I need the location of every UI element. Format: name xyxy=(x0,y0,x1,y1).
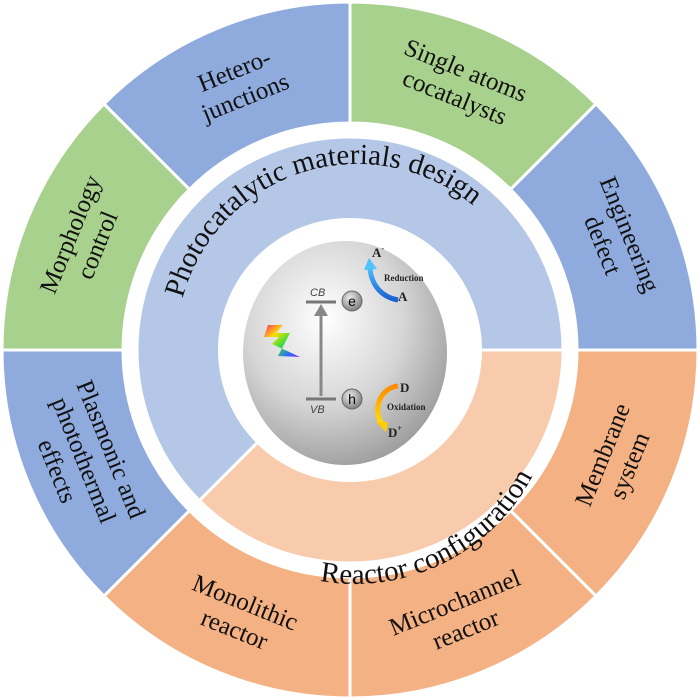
a-minus-label: A- xyxy=(372,244,384,260)
oxidation-arrow-icon xyxy=(375,383,399,426)
reduction-arrow-head-icon xyxy=(364,258,377,270)
hole-icon xyxy=(341,388,363,410)
reduction-label: Reduction xyxy=(384,273,424,283)
electron-icon xyxy=(341,290,363,312)
d-plus-label: D+ xyxy=(388,424,402,440)
arrow-head-icon xyxy=(314,304,328,316)
electron-label: e xyxy=(348,293,356,309)
vb-label: VB xyxy=(310,404,325,416)
hole-label: h xyxy=(348,391,356,407)
d-label: D xyxy=(400,380,409,395)
cb-label: CB xyxy=(310,287,325,299)
oxidation-label: Oxidation xyxy=(387,402,426,412)
a-label: A xyxy=(398,289,408,304)
segment-morphology-control xyxy=(0,101,192,352)
oxidation-arrow-head-icon xyxy=(376,422,388,432)
light-icon xyxy=(264,325,300,357)
